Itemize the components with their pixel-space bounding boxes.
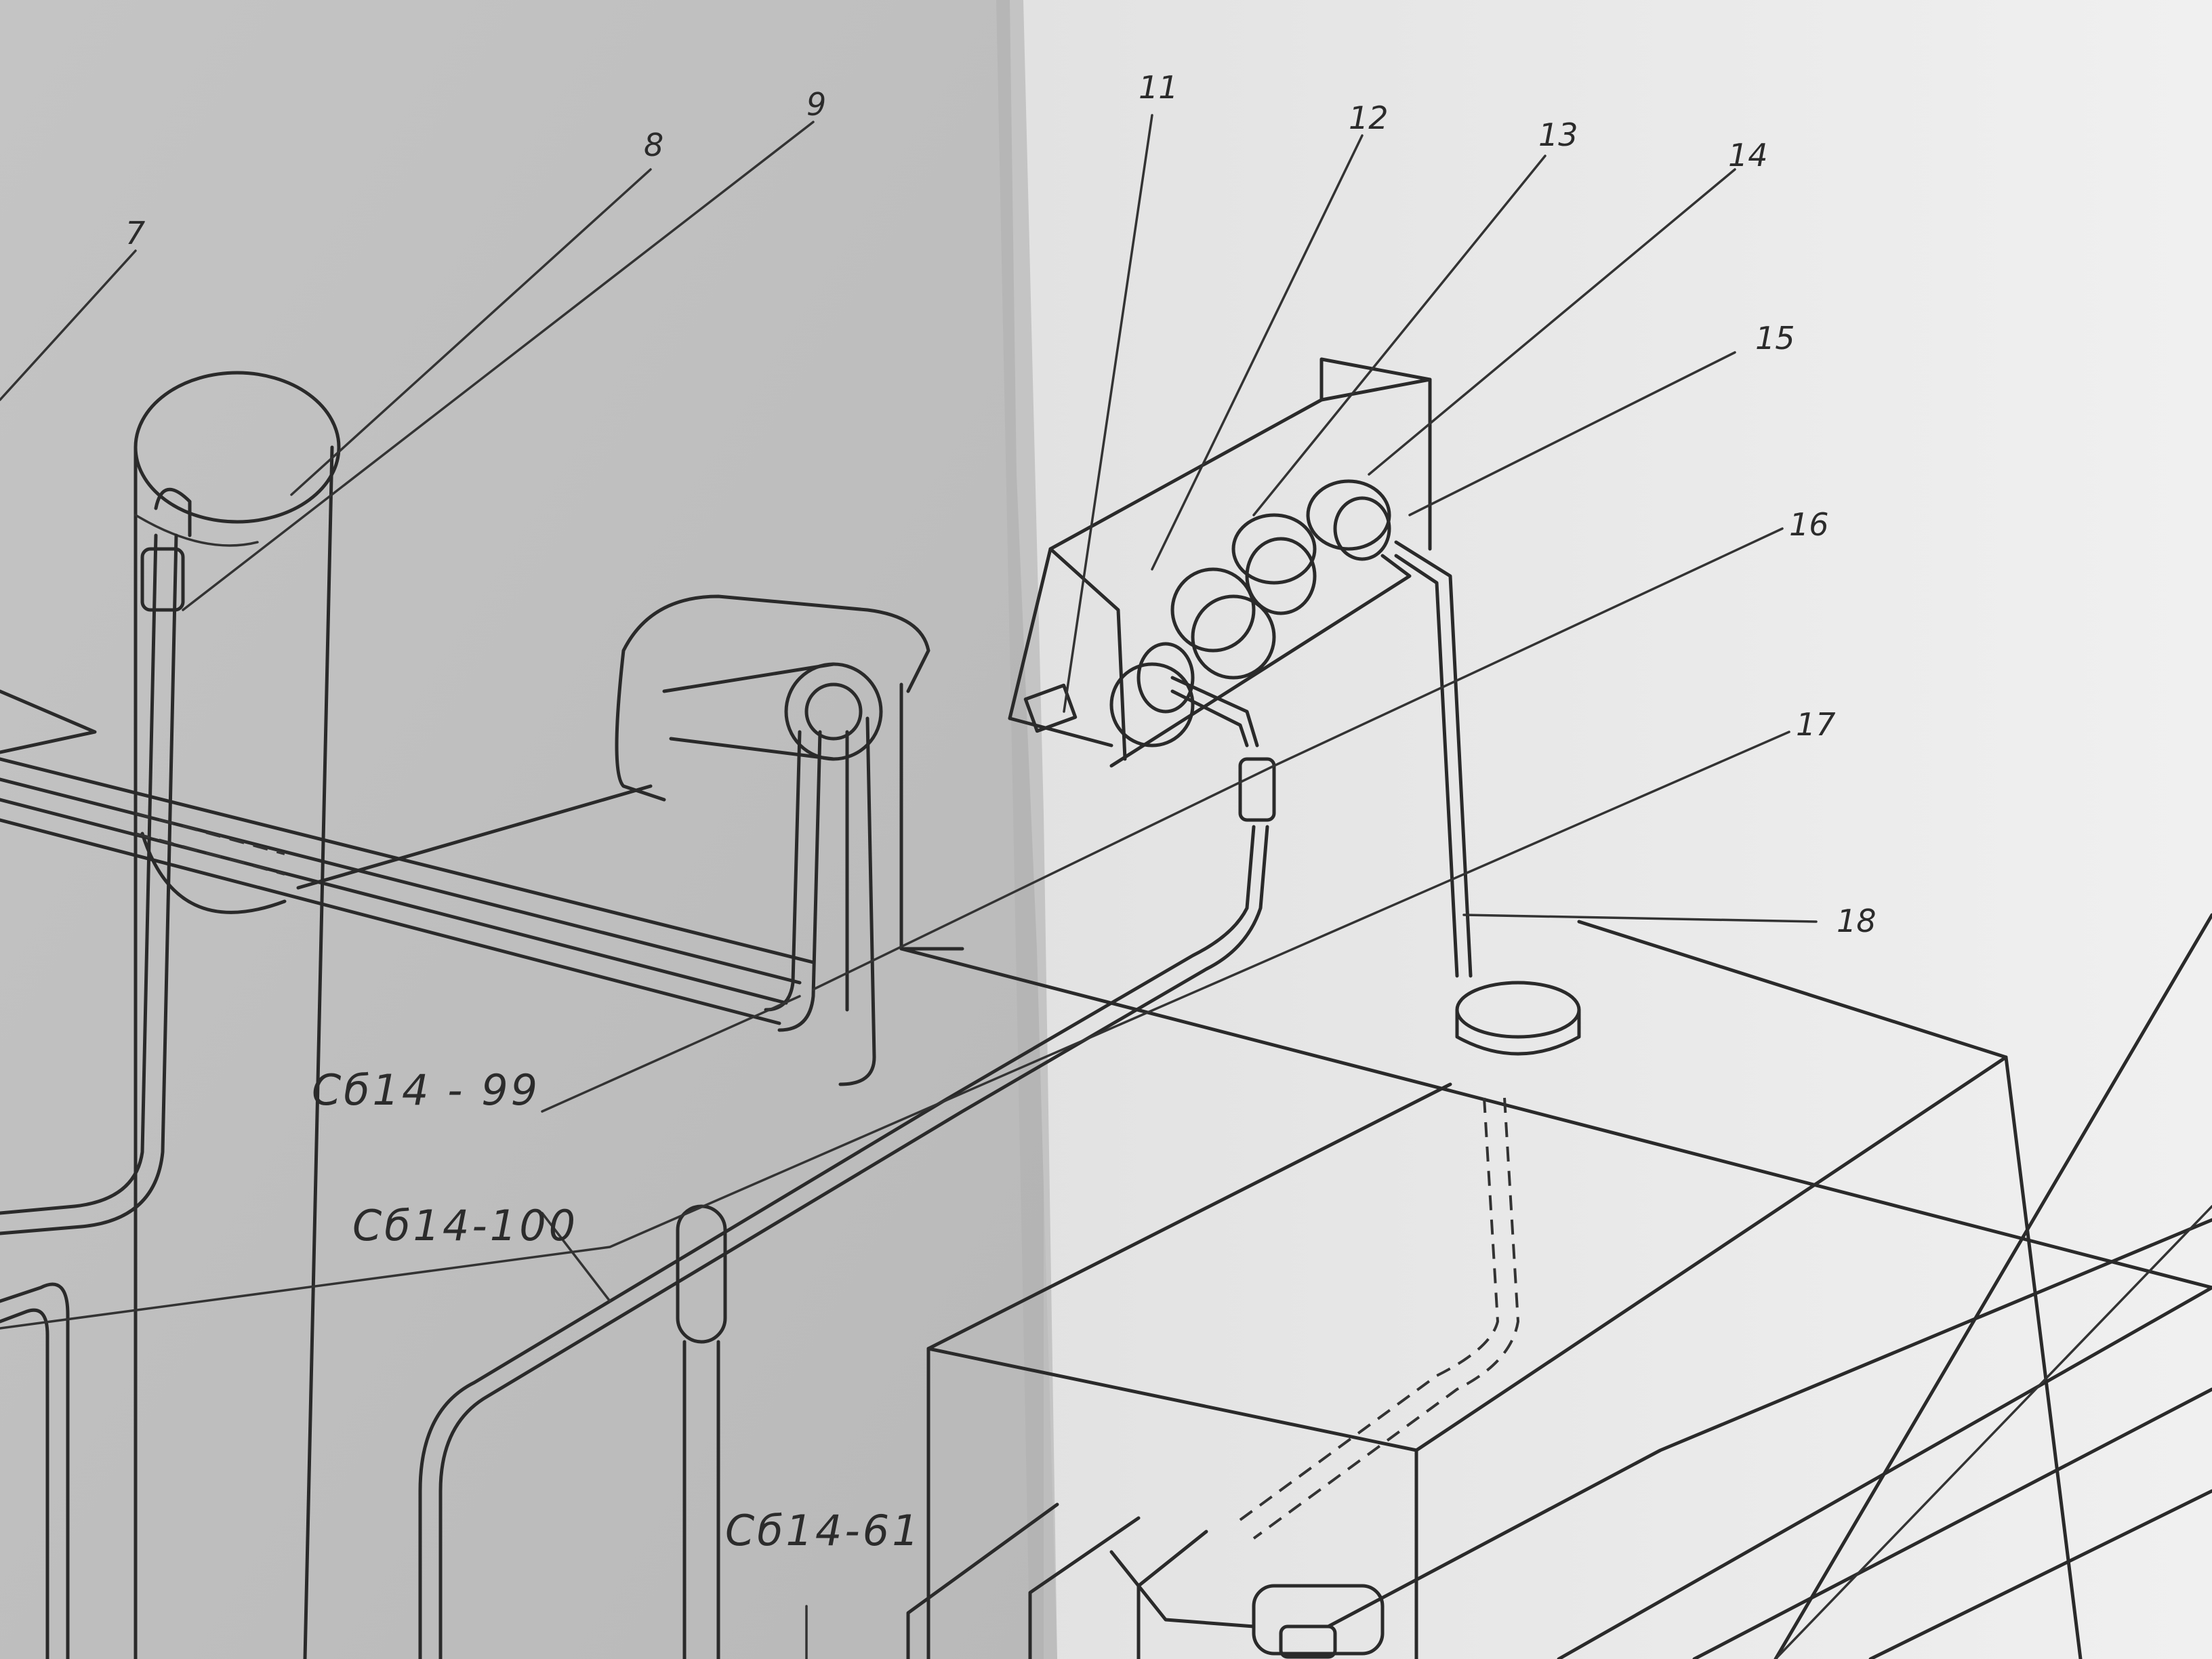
fuse-lead bbox=[418, 676, 1276, 1659]
paper-left-page bbox=[0, 0, 1044, 1659]
callout-7: 7 bbox=[125, 215, 145, 251]
callout-9: 9 bbox=[806, 86, 826, 123]
capacitor-1 bbox=[1109, 642, 1195, 747]
part-code-99: Сб14 - 99 bbox=[312, 1065, 540, 1115]
callout-13: 13 bbox=[1538, 117, 1578, 153]
part-code-61: Сб14-61 bbox=[725, 1506, 922, 1555]
horizontal-wire-bundle bbox=[0, 689, 815, 1025]
left-pipe-bundle bbox=[0, 487, 192, 1659]
capacitor-4 bbox=[1306, 479, 1391, 561]
plate-lead bbox=[1232, 540, 1581, 1540]
page-fold-shadow bbox=[996, 0, 1057, 1659]
inline-fuse bbox=[1238, 757, 1276, 822]
capacitor-2 bbox=[1170, 567, 1276, 680]
callout-16: 16 bbox=[1789, 506, 1829, 543]
callout-15: 15 bbox=[1755, 320, 1795, 356]
right-diagonals bbox=[1326, 913, 2212, 1659]
capacitor-block bbox=[1008, 357, 1432, 768]
coil-bracket bbox=[615, 594, 964, 1086]
bottom-left-pins bbox=[906, 1502, 1256, 1659]
chassis-edge-line bbox=[899, 947, 2212, 1290]
leader-lines bbox=[0, 114, 2212, 1659]
capacitor-3 bbox=[1231, 513, 1317, 615]
part-code-100: Сб14-100 bbox=[352, 1201, 578, 1250]
bottom-connector bbox=[1252, 1584, 1385, 1659]
callout-8: 8 bbox=[644, 127, 663, 163]
callout-17: 17 bbox=[1796, 706, 1836, 743]
callout-18: 18 bbox=[1837, 903, 1877, 939]
paper-right-page bbox=[1010, 0, 2212, 1659]
callout-12: 12 bbox=[1349, 100, 1389, 136]
callout-11: 11 bbox=[1139, 69, 1179, 106]
callout-14: 14 bbox=[1728, 137, 1768, 173]
chassis-box bbox=[926, 920, 2083, 1659]
